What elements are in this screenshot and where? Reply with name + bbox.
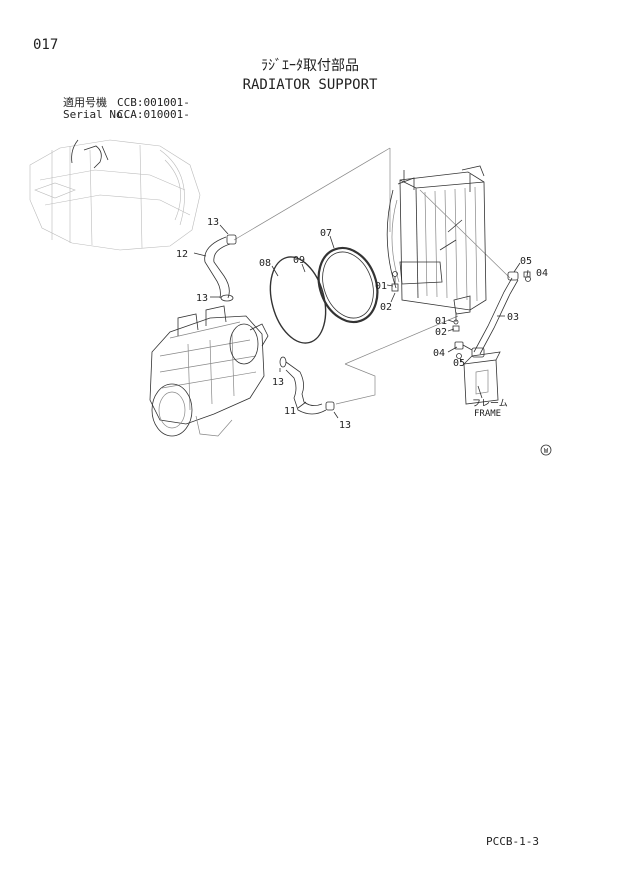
- callout-12: 12: [176, 249, 188, 260]
- upper-hose: [204, 234, 237, 302]
- callout-07: 07: [320, 228, 332, 239]
- callout-04: 04: [536, 268, 548, 279]
- lower-hose: [279, 356, 335, 415]
- callout-11: 11: [284, 406, 296, 417]
- footer-page-code: PCCB-1-3: [486, 835, 539, 848]
- callout-13: 13: [339, 420, 351, 431]
- frame-label-japanese: フレーム: [472, 398, 508, 409]
- stay-bar: [471, 271, 519, 358]
- seal-ring: [269, 256, 327, 344]
- frame-bracket: [463, 351, 501, 405]
- callout-01: 01: [435, 316, 447, 327]
- callout-13: 13: [196, 293, 208, 304]
- serial-value-cca: CCA:010001-: [117, 108, 190, 121]
- callout-02: 02: [435, 327, 447, 338]
- bolt-group-top: [391, 271, 399, 292]
- callout-13: 13: [207, 217, 219, 228]
- engine-block: [149, 305, 269, 437]
- callout-09: 09: [293, 255, 305, 266]
- bolt-group-low: [452, 312, 460, 332]
- title-japanese: ﾗｼﾞｴｰﾀ取付部品: [261, 58, 359, 74]
- applicability-value-ccb: CCB:001001-: [117, 96, 190, 109]
- shroud-ring: [317, 246, 379, 324]
- reference-lines: [233, 147, 511, 405]
- callout-03: 03: [507, 312, 519, 323]
- serial-row: Serial No.CCA:010001-: [63, 109, 190, 120]
- callout-04: 04: [433, 348, 445, 359]
- circled-mark-letter: W: [544, 447, 549, 455]
- serial-label: Serial No.: [63, 108, 130, 121]
- machine-outline-sketch: [29, 139, 201, 251]
- applicability-label: 適用号機: [63, 96, 107, 109]
- callout-05: 05: [453, 358, 465, 369]
- callout-02: 02: [380, 302, 392, 313]
- bolt-group-stay: [454, 271, 531, 359]
- callout-01: 01: [375, 281, 387, 292]
- callout-13: 13: [272, 377, 284, 388]
- applicability-row: 適用号機 CCB:001001-: [63, 97, 190, 108]
- callout-08: 08: [259, 258, 271, 269]
- callout-05: 05: [520, 256, 532, 267]
- circled-mark: [540, 444, 552, 456]
- page-number: 017: [33, 37, 59, 53]
- title-english: RADIATOR SUPPORT: [242, 77, 378, 93]
- radiator-assembly: [386, 165, 487, 315]
- leader-lines: [193, 224, 529, 419]
- frame-label-english: FRAME: [474, 409, 501, 419]
